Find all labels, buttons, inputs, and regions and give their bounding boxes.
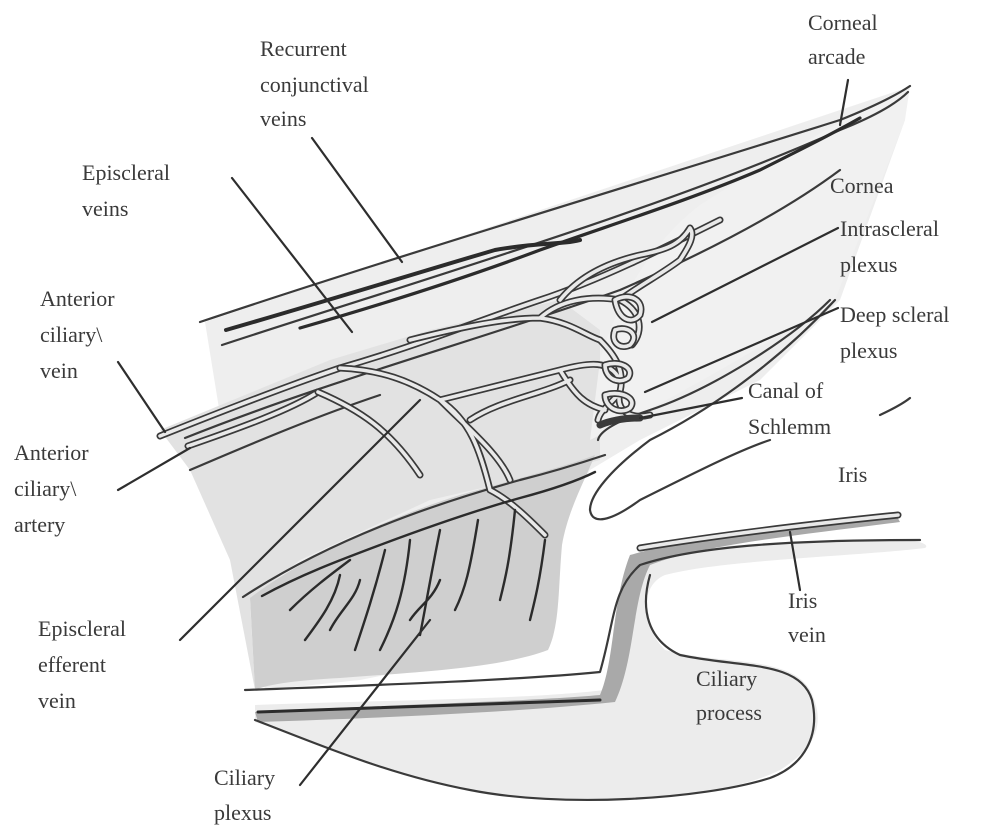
label-iris: Iris [838,462,867,487]
label-episcleral-veins: Episcleral veins [82,160,175,221]
label-anterior-ciliary-vein: Anterior ciliary\ vein [40,286,120,383]
label-anterior-ciliary-artery: Anterior ciliary\ artery [14,440,94,537]
label-cornea: Cornea [830,173,894,198]
leader-anterior-ciliary-artery [118,448,190,490]
iris-tip-outline [880,398,910,415]
leader-recurrent-conjunctival [312,138,402,262]
label-recurrent-conjunctival-veins: Recurrent conjunctival veins [260,36,374,131]
label-deep-scleral-plexus: Deep scleral plexus [840,302,955,363]
tissue-regions [160,86,926,800]
leader-iris-vein [790,532,800,590]
label-corneal-arcade: Corneal arcade [808,10,883,69]
label-episcleral-efferent-vein: Episcleral efferent vein [38,616,131,713]
label-iris-vein: Iris vein [788,588,826,647]
leader-anterior-ciliary-vein [118,362,165,432]
label-canal-of-schlemm: Canal of Schlemm [748,378,831,439]
label-ciliary-plexus: Ciliary plexus [214,765,281,825]
